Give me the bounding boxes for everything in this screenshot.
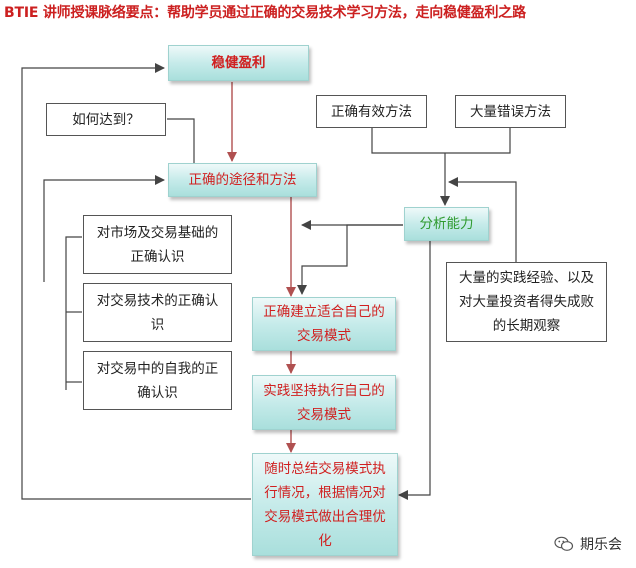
right-path-label: 正确的途径和方法	[188, 172, 297, 188]
steady-profit-label: 稳健盈利	[211, 55, 266, 71]
steady-profit-box: 稳健盈利	[168, 45, 309, 81]
arrow-analysis-to-build	[297, 224, 403, 295]
mistake-method-box: 大量错误方法	[455, 95, 566, 128]
line-how-to-path	[167, 118, 195, 170]
right-path-box: 正确的途径和方法	[168, 163, 317, 197]
watermark: 期乐会	[554, 534, 622, 554]
experience-box: 大量的实践经验、以及对大量投资者得失成败的长期观察	[446, 262, 607, 342]
analysis-label: 分析能力	[419, 216, 474, 232]
mistake-method-label: 大量错误方法	[470, 103, 551, 120]
arrow-analysis-to-review	[398, 240, 431, 500]
build-model-box: 正确建立适合自己的交易模式	[252, 297, 396, 351]
execute-model-box: 实践坚持执行自己的交易模式	[252, 375, 396, 430]
correct-method-box: 正确有效方法	[316, 95, 427, 128]
market-basics-box: 对市场及交易基础的正确认识	[83, 215, 232, 274]
how-to-reach-box: 如何达到？	[46, 103, 166, 136]
experience-label: 大量的实践经验、以及对大量投资者得失成败的长期观察	[459, 270, 594, 334]
execute-model-label: 实践坚持执行自己的交易模式	[263, 382, 385, 423]
watermark-label: 期乐会	[580, 537, 622, 553]
arrow-review-to-profit	[21, 63, 251, 500]
self-understanding-box: 对交易中的自我的正确认识	[83, 351, 232, 410]
wechat-icon	[554, 536, 574, 551]
correct-method-label: 正确有效方法	[331, 103, 412, 120]
tech-understanding-box: 对交易技术的正确认识	[83, 283, 232, 342]
analysis-box: 分析能力	[404, 207, 489, 241]
line-methods-merge	[371, 128, 511, 154]
arrow-experience-feedback	[448, 177, 517, 262]
review-model-box: 随时总结交易模式执行情况，根据情况对交易模式做出合理优化	[252, 453, 398, 556]
build-model-label: 正确建立适合自己的交易模式	[263, 304, 385, 344]
page-title: BTIE 讲师授课脉络要点：帮助学员通过正确的交易技术学习方法，走向稳健盈利之路	[4, 5, 526, 21]
how-to-reach-label: 如何达到？	[72, 111, 140, 128]
market-basics-label: 对市场及交易基础的正确认识	[96, 224, 219, 265]
self-understanding-label: 对交易中的自我的正确认识	[96, 360, 219, 401]
review-model-label: 随时总结交易模式执行情况，根据情况对交易模式做出合理优化	[264, 460, 386, 549]
tech-understanding-label: 对交易技术的正确认识	[96, 292, 219, 333]
arrow-understanding-to-path	[65, 236, 82, 390]
arrow-left-to-path	[43, 175, 165, 282]
